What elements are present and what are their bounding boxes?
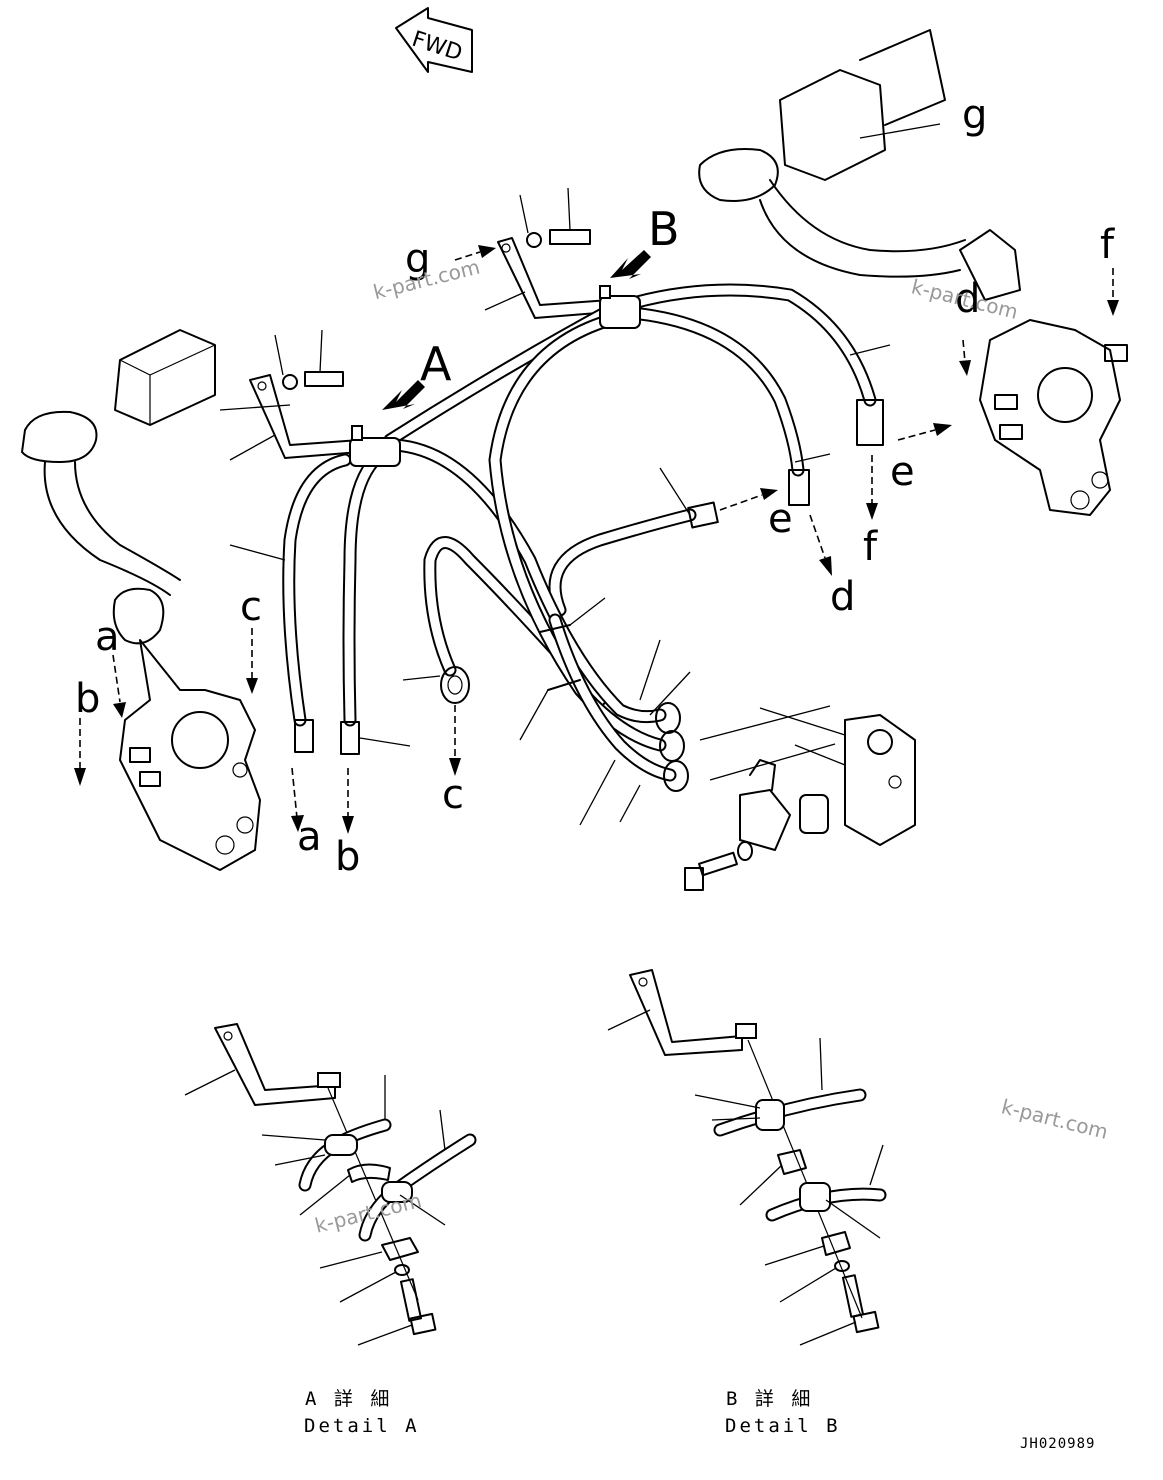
hose-a bbox=[229, 453, 352, 753]
left-pilot-valve bbox=[21, 329, 291, 871]
hose-e bbox=[548, 467, 719, 617]
marker-label-b: B bbox=[648, 202, 680, 256]
connection-label-d-source: d bbox=[955, 276, 980, 322]
connection-label-a-source: a bbox=[95, 614, 120, 660]
connection-arrows bbox=[74, 245, 1119, 834]
right-pilot-valve bbox=[698, 29, 1128, 516]
clamp-main-b bbox=[599, 285, 641, 329]
detail-b-caption-jp: B 詳 細 bbox=[726, 1388, 813, 1410]
bracket-b bbox=[484, 237, 611, 319]
connection-label-c-target: c bbox=[442, 772, 464, 818]
hose-d bbox=[613, 305, 831, 506]
hose-b bbox=[340, 448, 411, 755]
marker-arrow-a: A bbox=[382, 337, 452, 410]
connection-label-g-target: g bbox=[405, 236, 430, 282]
marker-label-a: A bbox=[420, 337, 452, 391]
hose-main-upper bbox=[383, 283, 891, 447]
watermark-far-right: k-part.com bbox=[999, 1094, 1110, 1144]
hose-bundle bbox=[388, 313, 691, 826]
connection-label-b-source: b bbox=[75, 676, 100, 722]
connection-label-f-target: f bbox=[863, 524, 878, 570]
connection-label-a-target: a bbox=[297, 814, 322, 860]
connection-label-f-source: f bbox=[1100, 222, 1115, 268]
connection-label-g-source: g bbox=[962, 92, 987, 138]
forward-direction-marker: FWD bbox=[395, 7, 473, 73]
manifold-block bbox=[684, 705, 916, 891]
bolt-a bbox=[274, 329, 344, 390]
forward-label: FWD bbox=[409, 27, 466, 67]
detail-a-view bbox=[184, 1023, 477, 1346]
connection-label-b-target: b bbox=[335, 834, 360, 880]
detail-b-caption-en: Detail B bbox=[725, 1415, 841, 1437]
connection-label-e-target: e bbox=[768, 496, 793, 542]
connection-labels: a b c a b c d e f e d f g g bbox=[75, 92, 1115, 880]
connection-label-d-target: d bbox=[830, 574, 855, 620]
connection-label-e-source: e bbox=[890, 449, 915, 495]
detail-a-caption-jp: A 詳 細 bbox=[305, 1388, 392, 1410]
detail-b-view bbox=[607, 969, 887, 1346]
drawing-number: JH020989 bbox=[1020, 1436, 1095, 1452]
marker-arrow-b: B bbox=[610, 202, 680, 279]
bolt-b bbox=[519, 187, 591, 248]
clamp-main-a bbox=[349, 425, 401, 467]
connection-label-c-source: c bbox=[240, 584, 262, 630]
detail-a-caption-en: Detail A bbox=[304, 1415, 420, 1437]
